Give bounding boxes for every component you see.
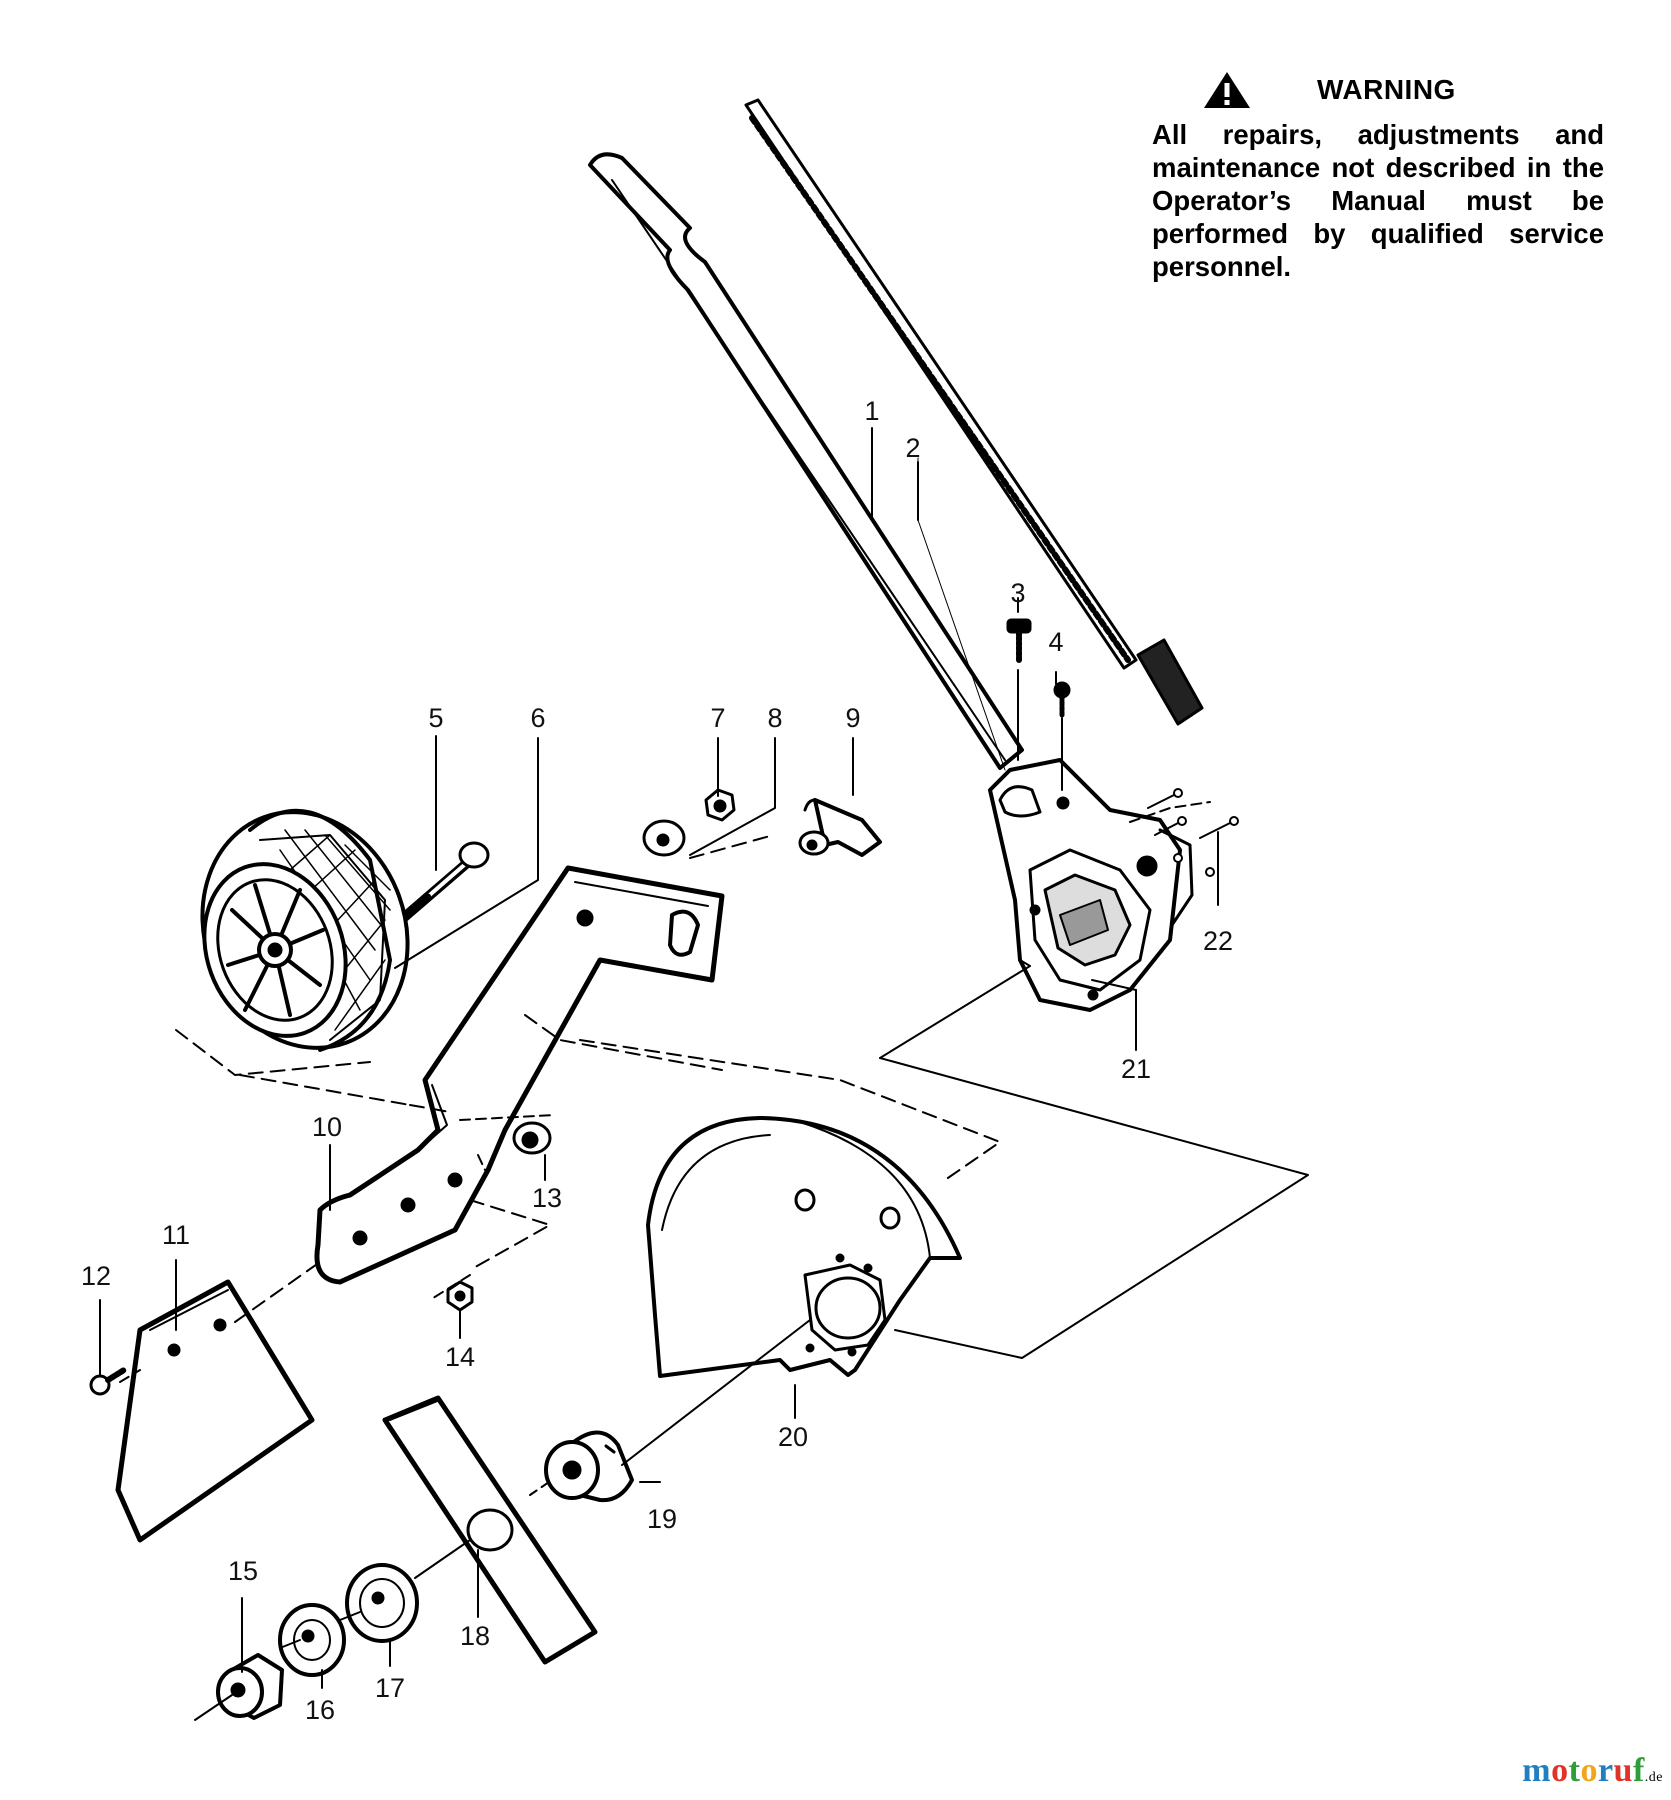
warning-triangle-icon <box>1204 72 1250 108</box>
callout-16: 16 <box>305 1695 335 1725</box>
callout-6: 6 <box>530 703 545 733</box>
part-blade <box>382 1395 598 1665</box>
part-guard-plate <box>115 1279 315 1543</box>
callout-21: 21 <box>1121 1054 1151 1084</box>
callout-8: 8 <box>767 703 782 733</box>
callout-1: 1 <box>864 396 879 426</box>
callout-22: 22 <box>1203 926 1233 956</box>
logo-letters: motoruf <box>1522 1752 1645 1789</box>
logo-letter: u <box>1613 1752 1633 1789</box>
part-washer-13 <box>512 1121 552 1155</box>
part-washer-16 <box>278 1603 346 1677</box>
part-drive-cable <box>744 98 1204 726</box>
callout-19: 19 <box>647 1504 677 1534</box>
callout-17: 17 <box>375 1673 405 1703</box>
callout-9: 9 <box>845 703 860 733</box>
callout-3: 3 <box>1010 578 1025 608</box>
part-knob <box>798 798 882 857</box>
callout-12: 12 <box>81 1261 111 1291</box>
part-nut-7 <box>704 788 736 822</box>
part-housing-screws <box>1147 788 1239 877</box>
part-wheel <box>200 808 410 1052</box>
warning-text: All repairs, adjustments and maintenance… <box>1152 119 1604 282</box>
part-bolt <box>389 841 490 931</box>
logo-letter: m <box>1522 1752 1552 1789</box>
part-washer-17 <box>345 1563 419 1643</box>
part-shield <box>646 1116 962 1378</box>
logo-letter: r <box>1597 1752 1614 1789</box>
assembly-lines <box>119 669 1309 1721</box>
callout-15: 15 <box>228 1556 258 1586</box>
part-nut-14 <box>446 1280 474 1312</box>
part-nut-15 <box>216 1653 284 1720</box>
warning-title: WARNING <box>1317 74 1456 105</box>
callout-13: 13 <box>532 1183 562 1213</box>
callout-14: 14 <box>445 1342 475 1372</box>
logo-letter: f <box>1632 1752 1645 1789</box>
callout-7: 7 <box>710 703 725 733</box>
callout-4: 4 <box>1048 627 1063 657</box>
part-bracket <box>314 865 725 1285</box>
callout-18: 18 <box>460 1621 490 1651</box>
motoruf-logo: motoruf.de <box>1522 1752 1663 1790</box>
logo-suffix: .de <box>1644 1770 1663 1785</box>
logo-letter: o <box>1580 1752 1598 1789</box>
callout-labels: 1 2 3 4 5 6 7 8 9 10 11 12 13 14 15 16 1… <box>81 396 1233 1725</box>
logo-letter: t <box>1568 1752 1581 1789</box>
part-screw-4 <box>1053 681 1071 719</box>
logo-letter: o <box>1551 1752 1569 1789</box>
callout-10: 10 <box>312 1112 342 1142</box>
callout-11: 11 <box>162 1220 190 1250</box>
part-washer-8 <box>642 819 686 857</box>
callout-2: 2 <box>905 433 920 463</box>
part-adapter <box>544 1430 634 1503</box>
leader-lines <box>99 427 1219 1689</box>
part-screw-3 <box>1006 618 1032 665</box>
callout-20: 20 <box>778 1422 808 1452</box>
callout-5: 5 <box>428 703 443 733</box>
warning-header: WARNING <box>1152 64 1604 116</box>
warning-notice: WARNING All repairs, adjustments and mai… <box>1152 64 1604 283</box>
part-shaft-tube <box>588 152 1024 770</box>
